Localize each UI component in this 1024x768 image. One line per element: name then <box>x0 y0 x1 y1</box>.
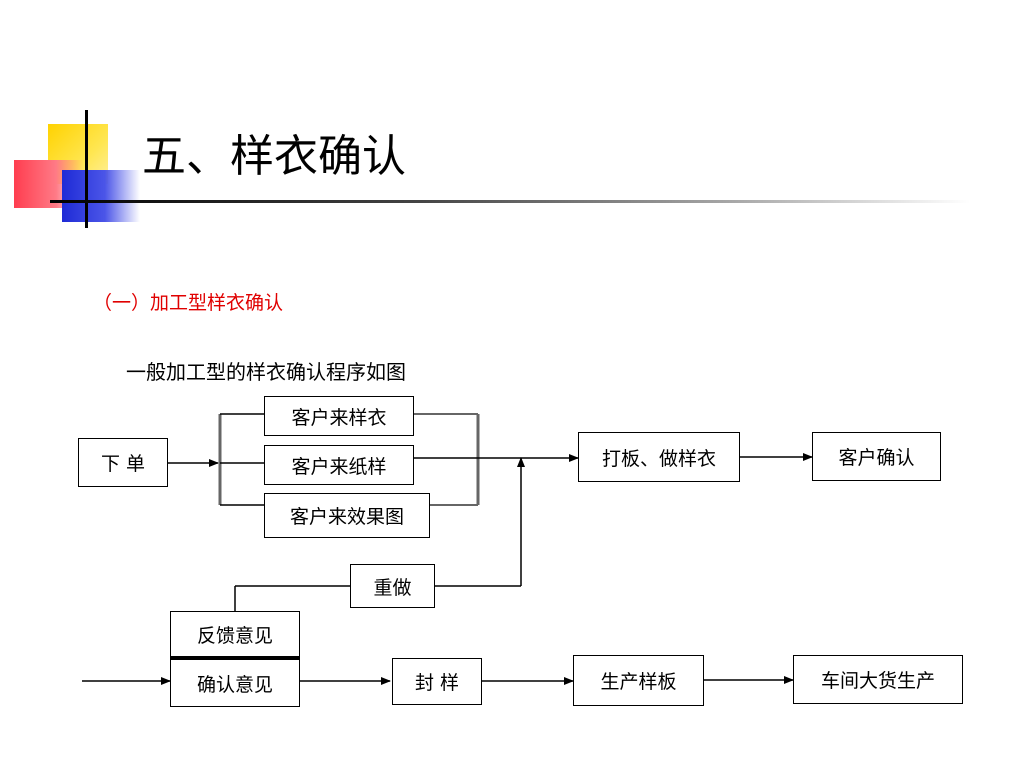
node-production-sample: 生产样板 <box>573 655 704 706</box>
intro-text: 一般加工型的样衣确认程序如图 <box>126 360 406 384</box>
node-order: 下 单 <box>78 438 168 487</box>
horizontal-rule <box>50 200 970 203</box>
node-feedback: 反馈意见 <box>170 611 300 657</box>
node-client-confirm: 客户确认 <box>812 432 941 481</box>
node-client-paper-pattern: 客户来纸样 <box>264 445 414 485</box>
node-client-effect-image: 客户来效果图 <box>264 493 430 538</box>
page-title: 五、样衣确认 <box>142 131 406 182</box>
node-make-sample: 打板、做样衣 <box>578 432 740 482</box>
section-subtitle: （一）加工型样衣确认 <box>93 292 284 314</box>
blue-square-decoration <box>62 170 140 222</box>
node-confirm-opinion: 确认意见 <box>170 657 300 707</box>
vertical-rule <box>85 110 88 228</box>
node-redo: 重做 <box>350 564 435 608</box>
node-client-sample: 客户来样衣 <box>264 396 414 436</box>
node-mass-production: 车间大货生产 <box>793 655 963 704</box>
node-seal-sample: 封 样 <box>392 658 482 705</box>
